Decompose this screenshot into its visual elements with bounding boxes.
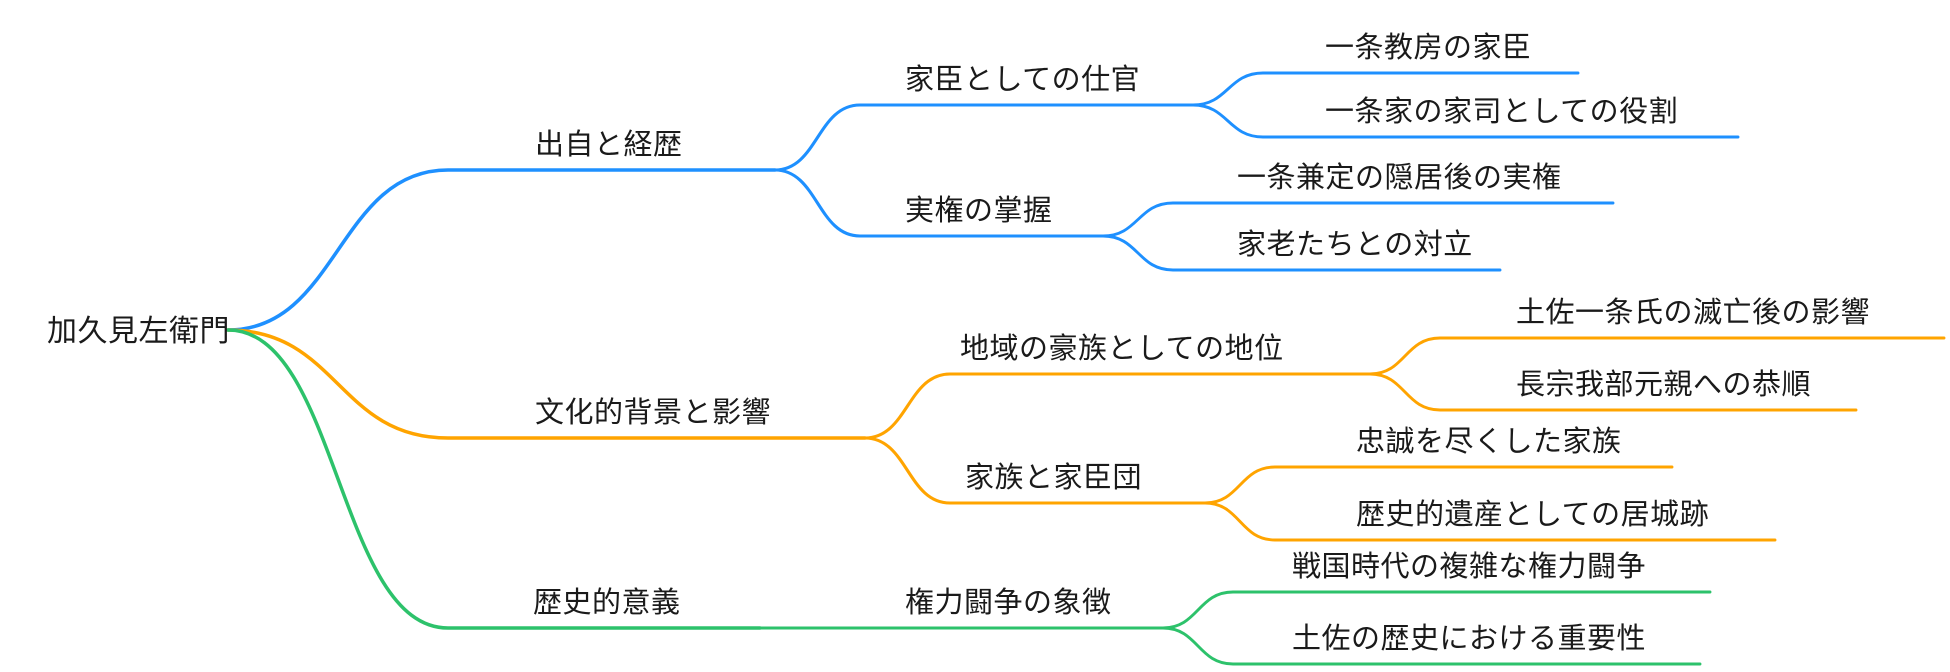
mindmap-link — [773, 103, 1195, 172]
topic-node-label[interactable]: 地域の豪族としての地位 — [960, 333, 1284, 365]
leaf-node-label[interactable]: 一条家の家司としての役割 — [1325, 96, 1679, 128]
leaf-node-label[interactable]: 一条兼定の隠居後の実権 — [1237, 162, 1562, 194]
mindmap-link — [1368, 336, 1946, 376]
mindmap-link — [226, 328, 867, 440]
branch-node-label[interactable]: 出自と経歴 — [535, 129, 683, 161]
leaf-node-label[interactable]: 忠誠を尽くした家族 — [1356, 426, 1622, 458]
mindmap-link — [226, 168, 777, 332]
mindmap-link — [1101, 201, 1615, 238]
mindmap-link — [226, 328, 762, 630]
leaf-node-label[interactable]: 戦国時代の複雑な権力闘争 — [1292, 551, 1647, 583]
leaf-node-label[interactable]: 歴史的遺産としての居城跡 — [1356, 499, 1710, 531]
mindmap-link — [863, 372, 1372, 440]
leaf-node-label[interactable]: 家老たちとの対立 — [1237, 229, 1473, 261]
branch-node-label[interactable]: 文化的背景と影響 — [535, 397, 772, 429]
topic-node-label[interactable]: 実権の掌握 — [905, 195, 1053, 227]
branch-node-label[interactable]: 歴史的意義 — [533, 587, 681, 619]
leaf-node-label[interactable]: 土佐一条氏の滅亡後の影響 — [1516, 297, 1871, 329]
mindmap-link — [1191, 103, 1740, 139]
mindmap-link — [1203, 501, 1777, 542]
topic-node-label[interactable]: 家臣としての仕官 — [905, 64, 1141, 96]
mindmap-link — [773, 168, 1105, 238]
topic-node-label[interactable]: 家族と家臣団 — [965, 462, 1143, 494]
mindmap-link — [1161, 590, 1712, 630]
topic-node-label[interactable]: 権力闘争の象徴 — [905, 587, 1112, 619]
mindmap-link — [1368, 372, 1858, 412]
root-node-label[interactable]: 加久見左衛門 — [47, 315, 230, 348]
mindmap-link — [1161, 626, 1702, 666]
mindmap-link — [1191, 71, 1580, 107]
mindmap-link — [1203, 465, 1674, 505]
mindmap-link — [863, 436, 1207, 505]
mindmap-link — [1101, 234, 1502, 272]
leaf-node-label[interactable]: 長宗我部元親への恭順 — [1516, 369, 1812, 401]
leaf-node-label[interactable]: 一条教房の家臣 — [1325, 32, 1532, 64]
leaf-node-label[interactable]: 土佐の歴史における重要性 — [1292, 623, 1647, 655]
